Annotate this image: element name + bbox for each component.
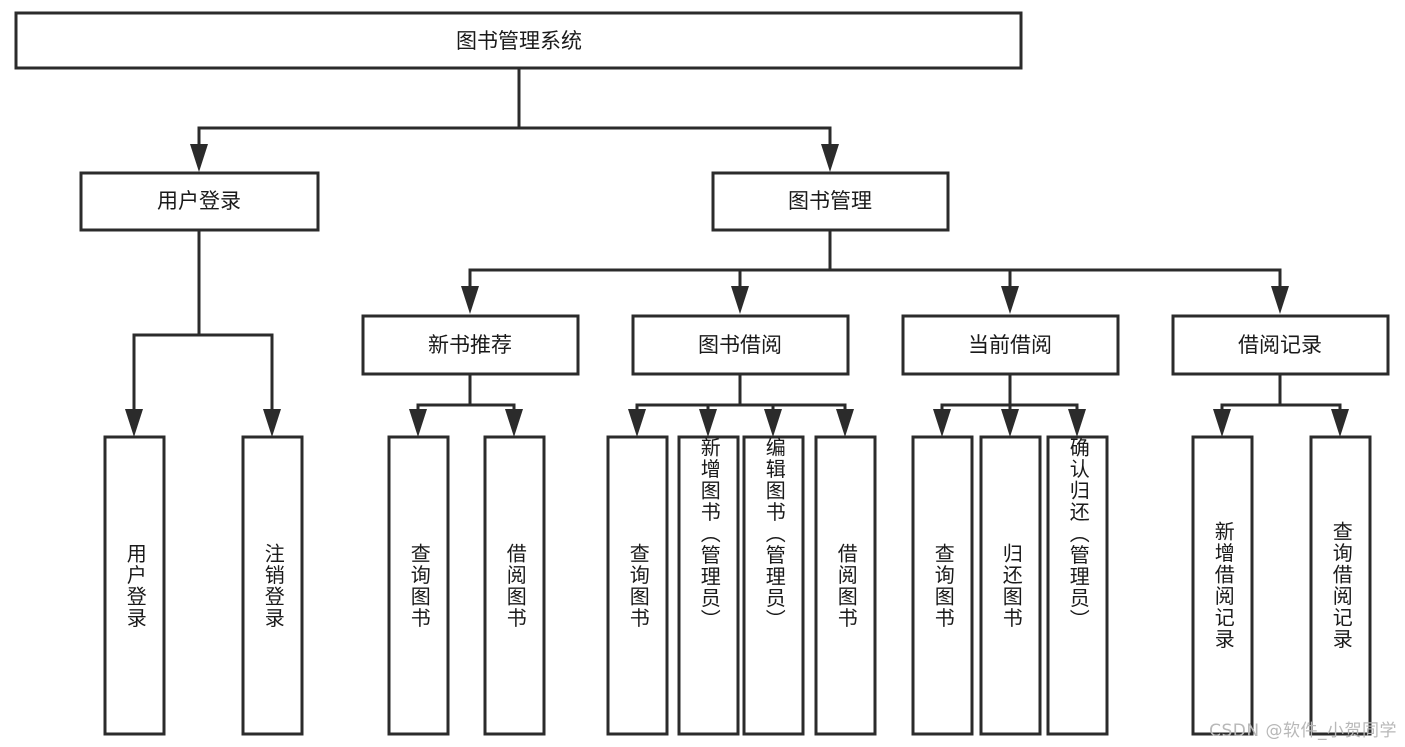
node-user-login[interactable]: 用户登录 xyxy=(79,171,320,232)
node-root-label: 图书管理系统 xyxy=(456,29,582,53)
arrow-head-book-manage xyxy=(821,144,839,172)
leaf-box-book-borrow-4[interactable] xyxy=(814,435,877,736)
node-user-login-label: 用户登录 xyxy=(157,189,241,213)
connector-group-book-borrow xyxy=(628,373,854,437)
connector-group-current-borrow xyxy=(933,373,1086,437)
connector-group-book-manage xyxy=(461,229,1289,314)
arrow-head-cb-leaf-3 xyxy=(1068,409,1086,437)
node-borrow-record-label: 借阅记录 xyxy=(1238,333,1322,357)
node-borrow-record[interactable]: 借阅记录 xyxy=(1171,314,1390,376)
node-root[interactable]: 图书管理系统 xyxy=(14,11,1023,70)
arrow-head-ul-leaf-2 xyxy=(263,409,281,437)
node-current-borrow-box[interactable] xyxy=(901,314,1120,376)
node-book-manage-label: 图书管理 xyxy=(788,189,872,213)
arrow-head-cb-leaf-1 xyxy=(933,409,951,437)
leaf-box-new-book-1[interactable] xyxy=(387,435,450,736)
leaf-box-book-borrow-3[interactable] xyxy=(742,435,805,736)
arrow-head-nb-leaf-2 xyxy=(505,409,523,437)
node-new-book[interactable]: 新书推荐 xyxy=(361,314,580,376)
arrow-head-nb-leaf-1 xyxy=(409,409,427,437)
leaf-box-book-borrow-2[interactable] xyxy=(677,435,740,736)
leaf-box-borrow-record-1[interactable] xyxy=(1191,435,1254,736)
arrow-head-bb-leaf-4 xyxy=(836,409,854,437)
node-book-borrow-box[interactable] xyxy=(631,314,850,376)
node-root-box[interactable] xyxy=(14,11,1023,70)
arrow-head-book-borrow xyxy=(731,286,749,314)
leaf-box-current-borrow-3[interactable] xyxy=(1046,435,1109,736)
arrow-head-br-leaf-2 xyxy=(1331,409,1349,437)
leaf-box-user-login-2[interactable] xyxy=(241,435,304,736)
node-book-manage[interactable]: 图书管理 xyxy=(711,171,950,232)
arrow-head-bb-leaf-2 xyxy=(699,409,717,437)
arrow-head-cb-leaf-2 xyxy=(1001,409,1019,437)
leaf-box-user-login-1[interactable] xyxy=(103,435,166,736)
arrow-head-br-leaf-1 xyxy=(1213,409,1231,437)
leaf-box-borrow-record-2[interactable] xyxy=(1309,435,1372,736)
node-new-book-box[interactable] xyxy=(361,314,580,376)
node-user-login-box[interactable] xyxy=(79,171,320,232)
arrow-head-borrow-record xyxy=(1271,286,1289,314)
node-book-manage-box[interactable] xyxy=(711,171,950,232)
arrow-head-current-borrow xyxy=(1001,286,1019,314)
arrow-head-ul-leaf-1 xyxy=(125,409,143,437)
arrow-head-bb-leaf-1 xyxy=(628,409,646,437)
connector-group-new-book xyxy=(409,373,523,437)
leaf-box-current-borrow-1[interactable] xyxy=(911,435,974,736)
watermark-text: CSDN @软件_小贺同学 xyxy=(1209,721,1397,741)
node-new-book-label: 新书推荐 xyxy=(428,333,512,357)
node-borrow-record-box[interactable] xyxy=(1171,314,1390,376)
connector-group-user-login xyxy=(125,229,281,437)
node-current-borrow[interactable]: 当前借阅 xyxy=(901,314,1120,376)
connector-group-root xyxy=(190,66,839,172)
arrow-head-bb-leaf-3 xyxy=(764,409,782,437)
leaf-box-new-book-2[interactable] xyxy=(483,435,546,736)
connector-group-borrow-record xyxy=(1213,373,1349,437)
leaf-box-book-borrow-1[interactable] xyxy=(606,435,669,736)
node-book-borrow-label: 图书借阅 xyxy=(698,333,782,357)
node-current-borrow-label: 当前借阅 xyxy=(968,333,1052,357)
arrow-head-new-book xyxy=(461,286,479,314)
arrow-head-user-login xyxy=(190,144,208,172)
node-book-borrow[interactable]: 图书借阅 xyxy=(631,314,850,376)
leaf-box-current-borrow-2[interactable] xyxy=(979,435,1042,736)
